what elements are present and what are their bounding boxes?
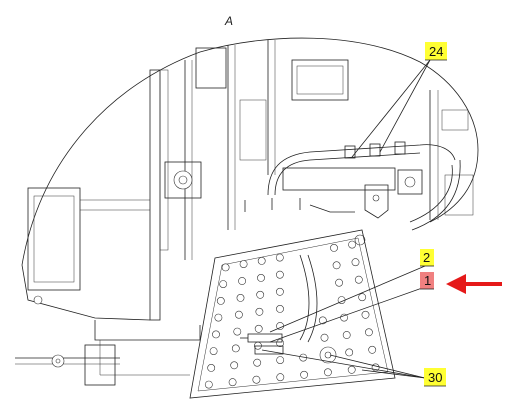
lower-platform (84, 320, 201, 386)
plate-hole (335, 278, 343, 287)
plate-hole (351, 258, 360, 267)
plate-hole (238, 277, 246, 285)
red-pointer-arrow (446, 274, 502, 294)
plate-hole (207, 363, 216, 372)
housing-outline (21, 37, 479, 266)
plate-hole (276, 373, 285, 382)
plate-hole (354, 275, 363, 284)
view-label: A (224, 14, 233, 28)
plate-hole (345, 348, 354, 357)
perforated-plate (189, 229, 396, 399)
plate-hole (254, 324, 263, 333)
round-fitting (164, 161, 202, 199)
plate-hole (330, 243, 338, 252)
plate-hole (256, 290, 265, 299)
callout-24-label: 24 (429, 44, 443, 59)
plate-hole (347, 365, 356, 374)
plate-hole (323, 368, 332, 377)
plate-hole (361, 310, 370, 319)
plate-hole (276, 356, 285, 364)
callout-1-highlight (420, 272, 434, 289)
plate-hole (255, 307, 264, 316)
plate-hole (364, 328, 373, 337)
vertical-rails (184, 40, 349, 260)
plate-hole (234, 310, 243, 319)
callout-30: 30 (424, 368, 446, 387)
plate-hole (275, 287, 284, 296)
leader-lines (261, 59, 431, 379)
callout-2-label: 2 (423, 250, 430, 265)
plate-hole (253, 358, 262, 367)
plate-hole (209, 347, 218, 355)
plate-holes (204, 240, 380, 389)
plate-hole (275, 270, 284, 279)
callout-30-label: 30 (428, 370, 442, 385)
plate-hole (204, 380, 213, 389)
callout-2-highlight (420, 249, 434, 266)
callout-2: 2 (420, 249, 434, 267)
plate-hole (233, 327, 242, 336)
plate-hole (300, 370, 308, 379)
bracket-assembly (244, 184, 389, 246)
plate-hole (332, 261, 341, 270)
callout-24: 24 (425, 42, 447, 61)
callout-30-highlight (424, 368, 446, 386)
callout-1: 1 (420, 272, 434, 290)
chain (15, 354, 120, 368)
plate-hole (219, 280, 228, 288)
hydraulic-hoses (267, 141, 461, 231)
plate-hole (239, 260, 248, 268)
right-structure (429, 90, 474, 220)
plate-hole (275, 253, 284, 262)
plate-hole (252, 375, 261, 384)
plate-hole (257, 256, 266, 265)
housing-bottom-edge (21, 264, 151, 321)
plate-hole (257, 273, 265, 282)
plate-hole (230, 361, 239, 370)
plate-hole (276, 304, 284, 313)
plate-hole (228, 378, 237, 387)
plate-hole (348, 240, 356, 249)
callout-24-highlight (425, 42, 447, 60)
plate-hole (231, 344, 240, 353)
plate-hole (216, 296, 225, 305)
plate-hole (358, 293, 367, 302)
plate-hole (214, 313, 223, 322)
plate-hole (221, 263, 230, 272)
plate-hole (342, 331, 351, 339)
plate-hole (236, 293, 245, 302)
plate-hole (318, 316, 327, 325)
plate-hole (340, 313, 348, 322)
callout-1-label: 1 (424, 273, 431, 288)
plate-hole (320, 333, 329, 342)
left-frame (27, 69, 169, 321)
plate-hole (212, 330, 220, 339)
plate-hole (368, 345, 377, 354)
